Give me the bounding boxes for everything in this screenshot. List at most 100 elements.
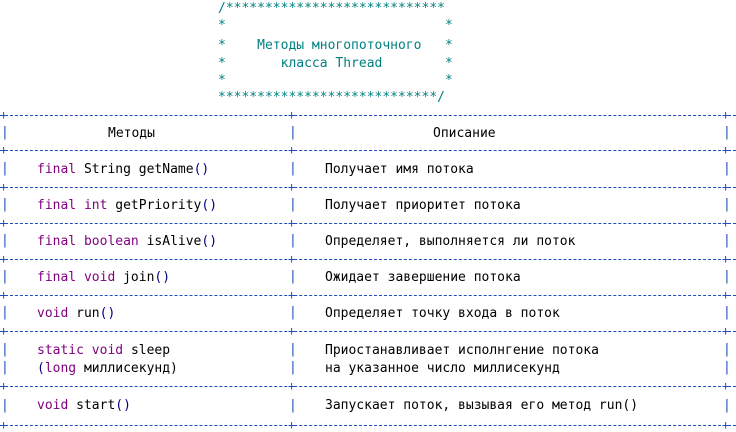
column-bar: | bbox=[289, 124, 297, 140]
plus-marker: + bbox=[722, 180, 730, 194]
column-bar: | bbox=[723, 160, 731, 176]
column-bar: | bbox=[1, 305, 9, 320]
column-bar: | bbox=[723, 341, 731, 357]
column-bar: | bbox=[1, 269, 9, 284]
column-bar: | bbox=[289, 197, 297, 212]
column-bar: | bbox=[1, 397, 9, 413]
parens: () bbox=[201, 234, 218, 249]
plus-marker: + bbox=[288, 108, 296, 122]
return-type: void bbox=[37, 398, 69, 413]
table-rule bbox=[0, 150, 736, 151]
column-bar: | bbox=[1, 197, 9, 212]
table-rule bbox=[0, 187, 736, 188]
plus-marker: + bbox=[722, 379, 730, 393]
parens: () bbox=[193, 162, 210, 177]
return-type: boolean bbox=[83, 234, 139, 249]
plus-marker: + bbox=[0, 418, 8, 432]
plus-marker: + bbox=[0, 180, 8, 194]
plus-marker: + bbox=[0, 143, 8, 157]
column-bar: | bbox=[289, 269, 297, 284]
table-row: void start() bbox=[37, 397, 131, 415]
column-bar: | bbox=[289, 341, 297, 357]
column-bar: | bbox=[1, 124, 9, 140]
plus-marker: + bbox=[0, 324, 8, 338]
column-bar: | bbox=[1, 160, 9, 176]
table-row: final void join() bbox=[37, 269, 170, 287]
table-rule bbox=[0, 223, 736, 224]
table-row: void run() bbox=[37, 305, 115, 323]
return-type: String bbox=[83, 162, 131, 177]
column-bar: | bbox=[723, 397, 731, 413]
table-rule bbox=[0, 295, 736, 296]
modifier: static bbox=[37, 343, 84, 358]
column-bar: | bbox=[723, 359, 731, 375]
return-type: void bbox=[91, 343, 124, 358]
column-bar: | bbox=[723, 269, 731, 284]
row-description-line-2: на указанное число миллисекунд bbox=[325, 361, 560, 376]
return-type: int bbox=[83, 198, 108, 213]
column-bar: | bbox=[289, 359, 297, 375]
row-description: Получает имя потока bbox=[325, 162, 474, 177]
column-bar: | bbox=[723, 305, 731, 320]
parens: () bbox=[115, 398, 131, 413]
row-description: Определяет точку входа в поток bbox=[325, 306, 560, 321]
plus-marker: + bbox=[722, 324, 730, 338]
modifier: final bbox=[37, 162, 77, 177]
method-name: run bbox=[76, 306, 100, 321]
comment-line-6: ****************************/ bbox=[218, 90, 445, 105]
method-name: getName bbox=[138, 162, 194, 177]
table-rule bbox=[0, 425, 736, 426]
plus-marker: + bbox=[288, 288, 296, 302]
method-name: sleep bbox=[130, 343, 171, 358]
open-paren: ( bbox=[37, 361, 45, 376]
parens: () bbox=[201, 198, 218, 213]
return-type: void bbox=[83, 270, 116, 285]
column-bar: | bbox=[289, 305, 297, 320]
plus-marker: + bbox=[722, 252, 730, 266]
plus-marker: + bbox=[722, 216, 730, 230]
method-name: isAlive bbox=[146, 234, 202, 249]
header-methods: Методы bbox=[108, 126, 155, 141]
plus-marker: + bbox=[288, 379, 296, 393]
column-bar: | bbox=[1, 341, 9, 357]
column-bar: | bbox=[289, 397, 297, 413]
plus-marker: + bbox=[0, 379, 8, 393]
comment-line-1: /**************************** bbox=[218, 1, 445, 16]
method-name: getPriority bbox=[115, 198, 202, 213]
plus-marker: + bbox=[288, 180, 296, 194]
plus-marker: + bbox=[0, 216, 8, 230]
method-name: start bbox=[76, 398, 116, 413]
modifier: final bbox=[37, 234, 77, 249]
column-bar: | bbox=[723, 233, 731, 248]
table-row: final boolean isAlive() bbox=[37, 233, 217, 251]
comment-line-4: * класса Thread * bbox=[218, 56, 453, 71]
plus-marker: + bbox=[0, 108, 8, 122]
param-name: миллисекунд) bbox=[76, 361, 178, 376]
plus-marker: + bbox=[722, 143, 730, 157]
column-bar: | bbox=[723, 197, 731, 212]
column-bar: | bbox=[1, 359, 9, 375]
plus-marker: + bbox=[288, 324, 296, 338]
plus-marker: + bbox=[722, 288, 730, 302]
method-args-line: (long миллисекунд) bbox=[37, 360, 178, 378]
plus-marker: + bbox=[722, 418, 730, 432]
parens: () bbox=[154, 270, 171, 285]
modifier: final bbox=[37, 198, 77, 213]
param-type: long bbox=[44, 361, 77, 376]
row-description: Приостанавливает исполнгение потока bbox=[325, 343, 599, 358]
plus-marker: + bbox=[722, 108, 730, 122]
comment-line-2: * * bbox=[218, 18, 453, 33]
comment-line-5: * * bbox=[218, 73, 453, 88]
parens: () bbox=[99, 306, 116, 321]
table-rule bbox=[0, 259, 736, 260]
method-name: join bbox=[123, 270, 155, 285]
plus-marker: + bbox=[288, 418, 296, 432]
table-rule bbox=[0, 115, 736, 116]
column-bar: | bbox=[289, 233, 297, 248]
plus-marker: + bbox=[288, 252, 296, 266]
row-description: Определяет, выполняется ли поток bbox=[325, 234, 576, 249]
column-bar: | bbox=[289, 160, 297, 176]
comment-line-3: * Методы многопоточного * bbox=[218, 38, 453, 53]
plus-marker: + bbox=[0, 252, 8, 266]
table-row: final int getPriority() bbox=[37, 197, 217, 215]
